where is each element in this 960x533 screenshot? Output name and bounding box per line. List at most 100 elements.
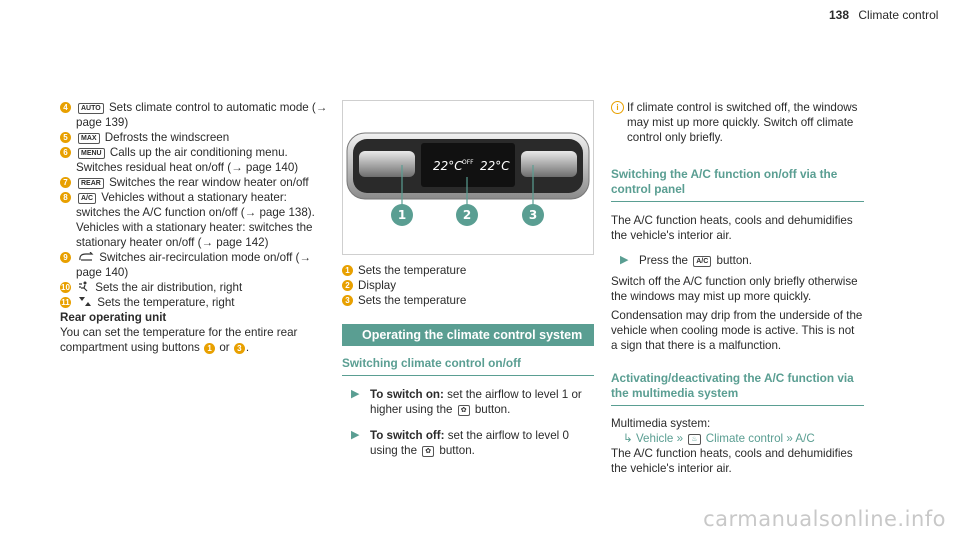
rear-window-heater-icon: REAR [78,178,104,189]
item-text: Sets the temperature, right [97,296,235,309]
list-item: 4 AUTO Sets climate control to automatic… [60,100,330,130]
menu-icon: MENU [78,148,105,159]
climate-icon: ♨ [688,434,701,445]
callout-badge: 9 [60,252,71,263]
left-column: 4 AUTO Sets climate control to automatic… [60,100,330,355]
recirculation-icon [79,251,94,261]
temperature-arrows-icon [79,297,91,306]
display-off: OFF [462,159,474,166]
section-title: Climate control [858,8,939,22]
list-item: 7 REAR Switches the rear window heater o… [60,175,330,190]
switching-heading: Switching climate control on/off [342,356,594,376]
item-text: Sets climate control to automatic mode (… [76,101,328,129]
step-press-ac: ▶ Press the A/C button. [611,253,864,268]
legend-text: Display [358,279,397,292]
operating-heading: Operating the climate control system [342,324,594,346]
callout-badge: 4 [60,102,71,113]
step-arrow-icon: ▶ [620,254,629,266]
step-text: button. [474,403,511,416]
callout-3: 3 [529,208,537,222]
step-text: set the airflow to level 1 or higher usi… [370,388,582,416]
callout-badge: 1 [204,343,216,354]
auto-icon: AUTO [78,103,104,114]
callout-badge: 2 [342,280,353,291]
info-note: i If climate control is switched off, th… [611,100,864,145]
step-arrow-icon: ▶ [351,388,360,400]
step-text: button. [716,254,752,267]
fan-button-icon: ✿ [457,405,470,416]
multimedia-text: The A/C function heats, cools and dehumi… [611,447,853,475]
path-arrow-icon: ↳ [623,432,633,445]
step-text: Press the [639,254,688,267]
display-temp-left: 22°C [433,159,463,173]
rear-text-end: . [245,341,250,354]
step-arrow-icon: ▶ [351,429,360,441]
step-label: To switch on: [370,388,444,401]
panel-text: The A/C function heats, cools and dehumi… [611,214,853,242]
info-icon: i [611,101,624,114]
list-item: 5 MAX Defrosts the windscreen [60,130,330,145]
multimedia-heading: Activating/deactivating the A/C function… [611,371,864,406]
item-text: Calls up the air conditioning menu. Swit… [76,146,299,174]
control-unit-figure: 22°C OFF 22°C 1 2 3 [342,100,594,255]
list-item: 11 Sets the temperature, right [60,295,330,310]
display-temp-right: 22°C [480,159,510,173]
page-number: 138 [829,8,850,22]
callout-badge: 5 [60,132,71,143]
callout-badge: 10 [60,282,71,293]
step-text: set the airflow to level 0 using the [370,429,569,457]
right-column: i If climate control is switched off, th… [611,100,864,476]
switch-off-text: Switch off the A/C function only briefly… [611,275,858,303]
step-text: button. [439,444,475,457]
multimedia-label: Multimedia system: [611,417,711,430]
item-text: Sets the air distribution, right [95,281,243,294]
callout-badge: 3 [233,343,245,354]
ac-icon: A/C [78,193,97,204]
fan-button-icon: ✿ [422,446,435,457]
step-label: To switch off: [370,429,445,442]
item-text: Switches air-recirculation mode on/off (… [76,251,312,279]
air-distribution-icon [79,281,88,292]
legend-text: Sets the temperature [358,294,467,307]
control-unit-illustration: 22°C OFF 22°C 1 2 3 [346,132,590,226]
legend-text: Sets the temperature [358,264,467,277]
list-item: 10 Sets the air distribution, right [60,280,330,295]
list-item: 6 MENU Calls up the air conditioning men… [60,145,330,175]
middle-column: 22°C OFF 22°C 1 2 3 1 Sets the temperatu… [342,100,594,458]
callout-2: 2 [463,208,471,222]
callout-badge: 7 [60,177,71,188]
path-ac: A/C [795,432,815,445]
callout-badge: 6 [60,147,71,158]
callout-badge: 11 [60,297,71,308]
note-text: If climate control is switched off, the … [627,101,858,144]
legend-item: 2 Display [342,278,594,293]
path-climate: Climate control [705,432,784,445]
list-item: 9 Switches air-recirculation mode on/off… [60,250,330,280]
legend-item: 1 Sets the temperature [342,263,594,278]
step-switch-on: ▶ To switch on: set the airflow to level… [342,387,594,417]
step-switch-off: ▶ To switch off: set the airflow to leve… [342,428,594,458]
rear-text: You can set the temperature for the enti… [60,326,298,354]
item-text: Vehicles without a stationary heater: sw… [76,191,315,249]
path-separator-icon: » [676,432,684,445]
item-text: Switches the rear window heater on/off [109,176,309,189]
rear-text-or: or [219,341,230,354]
callout-badge: 1 [342,265,353,276]
path-vehicle: Vehicle [635,432,674,445]
condensation-text: Condensation may drip from the underside… [611,309,863,352]
rear-unit-text: You can set the temperature for the enti… [60,325,330,355]
callout-badge: 3 [342,295,353,306]
panel-heading: Switching the A/C function on/off via th… [611,167,864,202]
defrost-icon: MAX [78,133,100,144]
list-item: 8 A/C Vehicles without a stationary heat… [60,190,330,250]
watermark: carmanualsonline.info [703,507,946,531]
callout-badge: 8 [60,192,71,203]
callout-1: 1 [398,208,406,222]
rear-unit-heading: Rear operating unit [60,311,167,324]
ac-button-icon: A/C [693,256,712,267]
legend-item: 3 Sets the temperature [342,293,594,308]
menu-path: ↳ Vehicle » ♨ Climate control » A/C [611,431,864,446]
path-separator-icon: » [786,432,793,445]
item-text: Defrosts the windscreen [104,131,230,144]
page-header: 138 Climate control [829,8,938,23]
